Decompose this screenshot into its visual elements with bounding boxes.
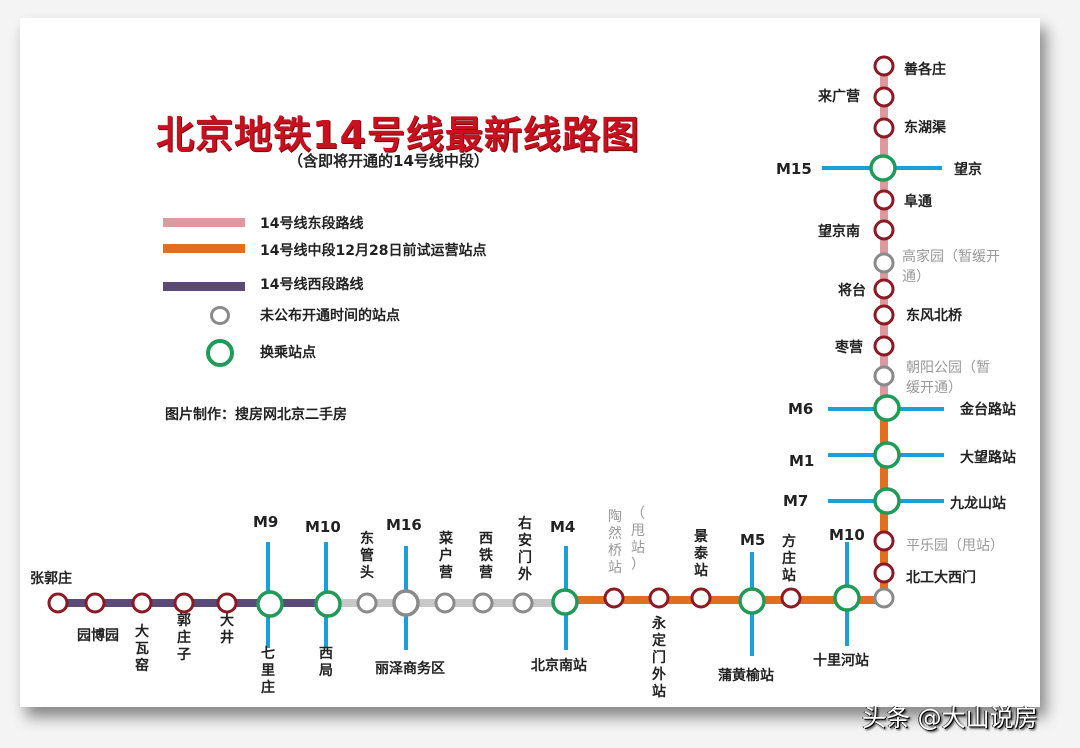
route-segments xyxy=(58,66,888,607)
svg-text:善各庄: 善各庄 xyxy=(904,61,946,78)
label-m9: M9 xyxy=(253,513,278,531)
svg-text:大望路站: 大望路站 xyxy=(960,449,1016,466)
label-m6: M6 xyxy=(788,400,813,418)
svg-text:园博园: 园博园 xyxy=(77,627,119,644)
legend-swatch-west xyxy=(163,282,245,291)
svg-text:东湖渠: 东湖渠 xyxy=(904,119,947,136)
svg-text:阜通: 阜通 xyxy=(904,193,932,210)
svg-text:来广营: 来广营 xyxy=(817,88,860,105)
legend-ring-transfer-icon xyxy=(206,339,234,367)
svg-text:北工大西门: 北工大西门 xyxy=(906,569,976,586)
line-labels: M9 M10 M16 M4 M5 M10 M7 M1 M6 M15 xyxy=(253,160,865,549)
svg-text:郭庄子: 郭庄子 xyxy=(177,612,191,663)
svg-text:通）: 通） xyxy=(902,269,930,285)
svg-text:蒲黄榆站: 蒲黄榆站 xyxy=(718,667,774,684)
svg-text:永定门外站: 永定门外站 xyxy=(651,615,667,700)
legend-label-middle: 14号线中段12月28日前试运营站点 xyxy=(260,243,487,259)
svg-text:东风北桥: 东风北桥 xyxy=(906,307,963,324)
svg-text:平乐园（甩站）: 平乐园（甩站） xyxy=(906,538,1004,554)
label-m5: M5 xyxy=(740,531,765,549)
svg-text:望京: 望京 xyxy=(954,161,982,178)
legend-swatch-east xyxy=(163,218,245,227)
svg-text:十里河站: 十里河站 xyxy=(813,652,869,669)
svg-text:丽泽商务区: 丽泽商务区 xyxy=(375,660,445,677)
svg-text:朝阳公园（暂: 朝阳公园（暂 xyxy=(906,360,990,376)
svg-text:枣营: 枣营 xyxy=(834,339,863,356)
map-card xyxy=(20,18,1040,707)
label-m16: M16 xyxy=(386,516,422,534)
label-m10a: M10 xyxy=(305,518,341,536)
svg-text:张郭庄: 张郭庄 xyxy=(30,570,72,587)
label-m7: M7 xyxy=(783,492,808,510)
legend-swatch-middle xyxy=(163,244,245,253)
svg-text:陶然桥站: 陶然桥站 xyxy=(608,509,622,576)
svg-text:北京南站: 北京南站 xyxy=(531,657,587,674)
svg-text:东管头: 东管头 xyxy=(360,530,374,581)
legend-label-transfer: 换乘站点 xyxy=(260,345,316,361)
svg-text:高家园（暂缓开: 高家园（暂缓开 xyxy=(902,248,1000,265)
svg-text:望京南: 望京南 xyxy=(818,223,860,240)
credit-text: 图片制作：搜房网北京二手房 xyxy=(165,407,347,423)
transfer-lines xyxy=(266,166,944,656)
svg-text:缓开通）: 缓开通） xyxy=(906,380,962,396)
legend-label-west: 14号线西段路线 xyxy=(260,277,364,293)
svg-text:景泰站: 景泰站 xyxy=(693,529,709,579)
svg-text:金台路站: 金台路站 xyxy=(959,401,1016,418)
label-m10b: M10 xyxy=(829,526,865,544)
vertical-station-labels: 大瓦窑 郭庄子 大井 七里庄 西局 东管头 菜户营 西铁营 右安门外 陶然桥站 … xyxy=(135,506,796,700)
svg-text:九龙山站: 九龙山站 xyxy=(949,495,1006,512)
watermark: 头条 @大山说房 xyxy=(862,704,1038,732)
svg-text:右安门外: 右安门外 xyxy=(517,515,532,583)
svg-text:（甩站）: （甩站） xyxy=(631,506,645,573)
svg-text:将台: 将台 xyxy=(838,282,866,299)
legend-label-unopened: 未公布开通时间的站点 xyxy=(260,308,400,324)
svg-text:菜户营: 菜户营 xyxy=(438,530,454,581)
svg-text:西局: 西局 xyxy=(319,646,333,679)
svg-text:西铁营: 西铁营 xyxy=(479,531,493,581)
legend-ring-unopened-icon xyxy=(210,306,230,325)
svg-text:七里庄: 七里庄 xyxy=(261,646,275,696)
stations xyxy=(47,55,901,618)
page-subtitle: （含即将开通的14号线中段） xyxy=(288,152,489,170)
label-m15: M15 xyxy=(776,160,812,178)
station-labels: 张郭庄 园博园 丽泽商务区 北京南站 蒲黄榆站 十里河站 北工大西门 平乐园（甩… xyxy=(30,61,1016,684)
label-m4: M4 xyxy=(550,518,575,536)
svg-text:方庄站: 方庄站 xyxy=(782,533,796,584)
svg-text:大井: 大井 xyxy=(220,612,234,646)
label-m1: M1 xyxy=(789,452,814,470)
page-title: 北京地铁14号线最新线路图 xyxy=(156,113,640,157)
svg-text:大瓦窑: 大瓦窑 xyxy=(135,623,149,674)
legend-label-east: 14号线东段路线 xyxy=(260,216,364,232)
